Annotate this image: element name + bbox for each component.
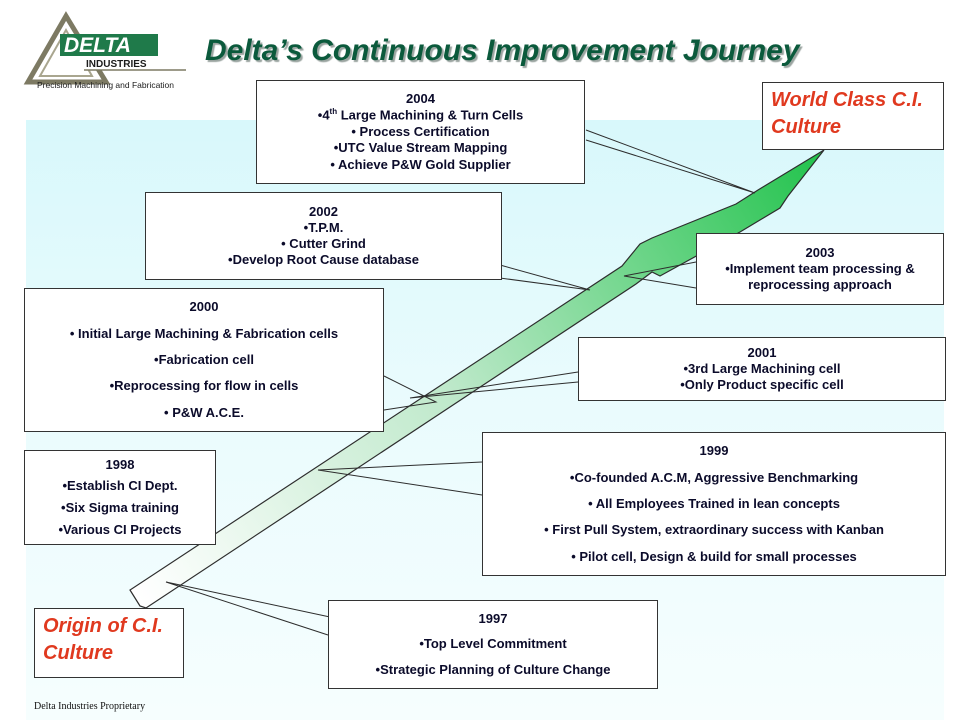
pointer-2003: [623, 261, 697, 289]
milestone-item: • Initial Large Machining & Fabrication …: [69, 325, 339, 341]
milestone-year: 2002: [309, 203, 338, 219]
milestone-item: • P&W A.C.E.: [164, 404, 244, 420]
milestone-2002: 2002 •T.P.M. • Cutter Grind •Develop Roo…: [145, 192, 502, 280]
milestone-year: 2001: [747, 344, 777, 360]
footer-proprietary: Delta Industries Proprietary: [34, 701, 146, 712]
origin-label: Origin of C.I. Culture: [43, 615, 163, 664]
milestone-year: 2000: [189, 299, 219, 315]
milestone-item: •Six Sigma training: [61, 500, 179, 516]
delta-triangle-icon: DELTA INDUSTRIES Precision Machining and…: [23, 11, 188, 90]
milestone-item: •Reprocessing for flow in cells: [109, 378, 299, 394]
world-class-label: World Class C.I. Culture: [771, 89, 923, 138]
origin-callout: Origin of C.I. Culture: [34, 608, 184, 678]
milestone-item: •Implement team processing & reprocessin…: [725, 260, 915, 293]
milestone-item: • Pilot cell, Design & build for small p…: [571, 548, 857, 564]
milestone-2003: 2003 •Implement team processing & reproc…: [696, 233, 944, 305]
logo-brand: DELTA: [64, 34, 131, 57]
milestone-item: •Strategic Planning of Culture Change: [375, 662, 611, 678]
milestone-year: 2004: [406, 91, 435, 107]
milestone-item: • Cutter Grind: [281, 236, 366, 251]
milestone-item: •Establish CI Dept.: [62, 478, 178, 494]
milestone-item: •Only Product specific cell: [680, 377, 844, 393]
milestone-2001: 2001 •3rd Large Machining cell •Only Pro…: [578, 337, 946, 401]
pointer-2001: [409, 371, 579, 399]
delta-logo: DELTA INDUSTRIES Precision Machining and…: [22, 10, 197, 92]
milestone-1999: 1999 •Co-founded A.C.M, Aggressive Bench…: [482, 432, 946, 576]
milestone-item: •T.P.M.: [303, 219, 344, 235]
journey-arrow: [129, 149, 825, 609]
milestone-1997: 1997 •Top Level Commitment •Strategic Pl…: [328, 600, 658, 689]
pointer-2004: [585, 129, 756, 194]
milestone-year: 1999: [699, 443, 729, 459]
milestone-item: •UTC Value Stream Mapping: [333, 140, 508, 156]
pointer-1997: [165, 581, 345, 636]
milestone-item: •4th Large Machining & Turn Cells: [317, 107, 524, 123]
milestone-1998: 1998 •Establish CI Dept. •Six Sigma trai…: [24, 450, 216, 545]
world-class-callout: World Class C.I. Culture: [762, 82, 944, 150]
milestone-year: 2003: [805, 244, 835, 260]
pointer-lines: [165, 129, 756, 636]
milestone-item: •Various CI Projects: [58, 522, 182, 538]
milestone-year: 1997: [478, 610, 508, 626]
page-title: Delta’s Continuous Improvement Journey: [205, 34, 800, 67]
milestone-item: • Achieve P&W Gold Supplier: [330, 156, 511, 172]
milestone-item: • Process Certification: [351, 124, 490, 140]
milestone-item: •3rd Large Machining cell: [683, 360, 841, 376]
milestone-2004: 2004 •4th Large Machining & Turn Cells •…: [256, 80, 585, 184]
milestone-item: •Top Level Commitment: [419, 636, 567, 652]
milestone-item: •Co-founded A.C.M, Aggressive Benchmarki…: [569, 469, 859, 485]
pointer-2000: [383, 375, 438, 411]
logo-tagline: Precision Machining and Fabrication: [37, 80, 174, 90]
logo-subbrand: INDUSTRIES: [86, 59, 147, 70]
milestone-item: •Develop Root Cause database: [228, 252, 419, 268]
pointer-1999: [317, 461, 483, 496]
pointer-2002: [499, 264, 591, 291]
milestone-2000: 2000 • Initial Large Machining & Fabrica…: [24, 288, 384, 432]
milestone-year: 1998: [105, 456, 135, 472]
milestone-item: • All Employees Trained in lean concepts: [588, 495, 840, 511]
milestone-item: •Fabrication cell: [154, 351, 254, 367]
milestone-item: • First Pull System, extraordinary succe…: [544, 522, 884, 538]
